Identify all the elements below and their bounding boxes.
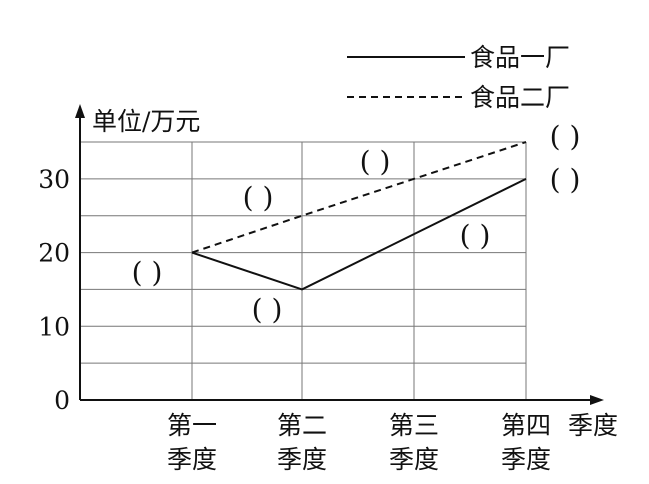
series-line-2 xyxy=(191,141,527,254)
x-tick-label: 季度 xyxy=(277,445,327,474)
answer-blank: ( ) xyxy=(132,256,163,289)
x-axis-end-label: 季度 xyxy=(568,411,618,440)
x-tick-label: 第二 xyxy=(277,411,327,440)
y-axis-arrow xyxy=(75,104,85,118)
x-tick-label: 第三 xyxy=(389,411,439,440)
answer-blank: ( ) xyxy=(550,120,581,153)
y-tick-label: 20 xyxy=(38,239,70,268)
x-tick-label: 季度 xyxy=(501,445,551,474)
grid xyxy=(80,141,527,400)
x-tick-label: 第四 xyxy=(501,411,551,440)
legend-label: 食品一厂 xyxy=(470,43,570,72)
answer-blank: ( ) xyxy=(360,145,391,178)
y-axis-label: 单位/万元 xyxy=(92,107,200,136)
y-tick-label: 30 xyxy=(38,165,70,194)
annotations: ( ) ( ) ( ) ( ) ( ) ( ) ( ) xyxy=(132,120,581,326)
x-tick-label: 第一 xyxy=(167,411,217,440)
answer-blank: ( ) xyxy=(460,219,491,252)
series-line-1 xyxy=(191,177,527,291)
answer-blank: ( ) xyxy=(243,181,274,214)
x-tick-label: 季度 xyxy=(167,445,217,474)
axes xyxy=(75,104,604,405)
y-tick-label: 10 xyxy=(38,312,70,341)
answer-blank: ( ) xyxy=(252,293,283,326)
legend-label: 食品二厂 xyxy=(470,83,570,112)
y-tick-label: 0 xyxy=(54,386,70,415)
x-tick-label: 季度 xyxy=(389,445,439,474)
x-axis-arrow xyxy=(590,395,604,405)
series-group xyxy=(191,141,527,291)
answer-blank: ( ) xyxy=(550,163,581,196)
y-tick-labels: 0 10 20 30 xyxy=(38,165,70,415)
